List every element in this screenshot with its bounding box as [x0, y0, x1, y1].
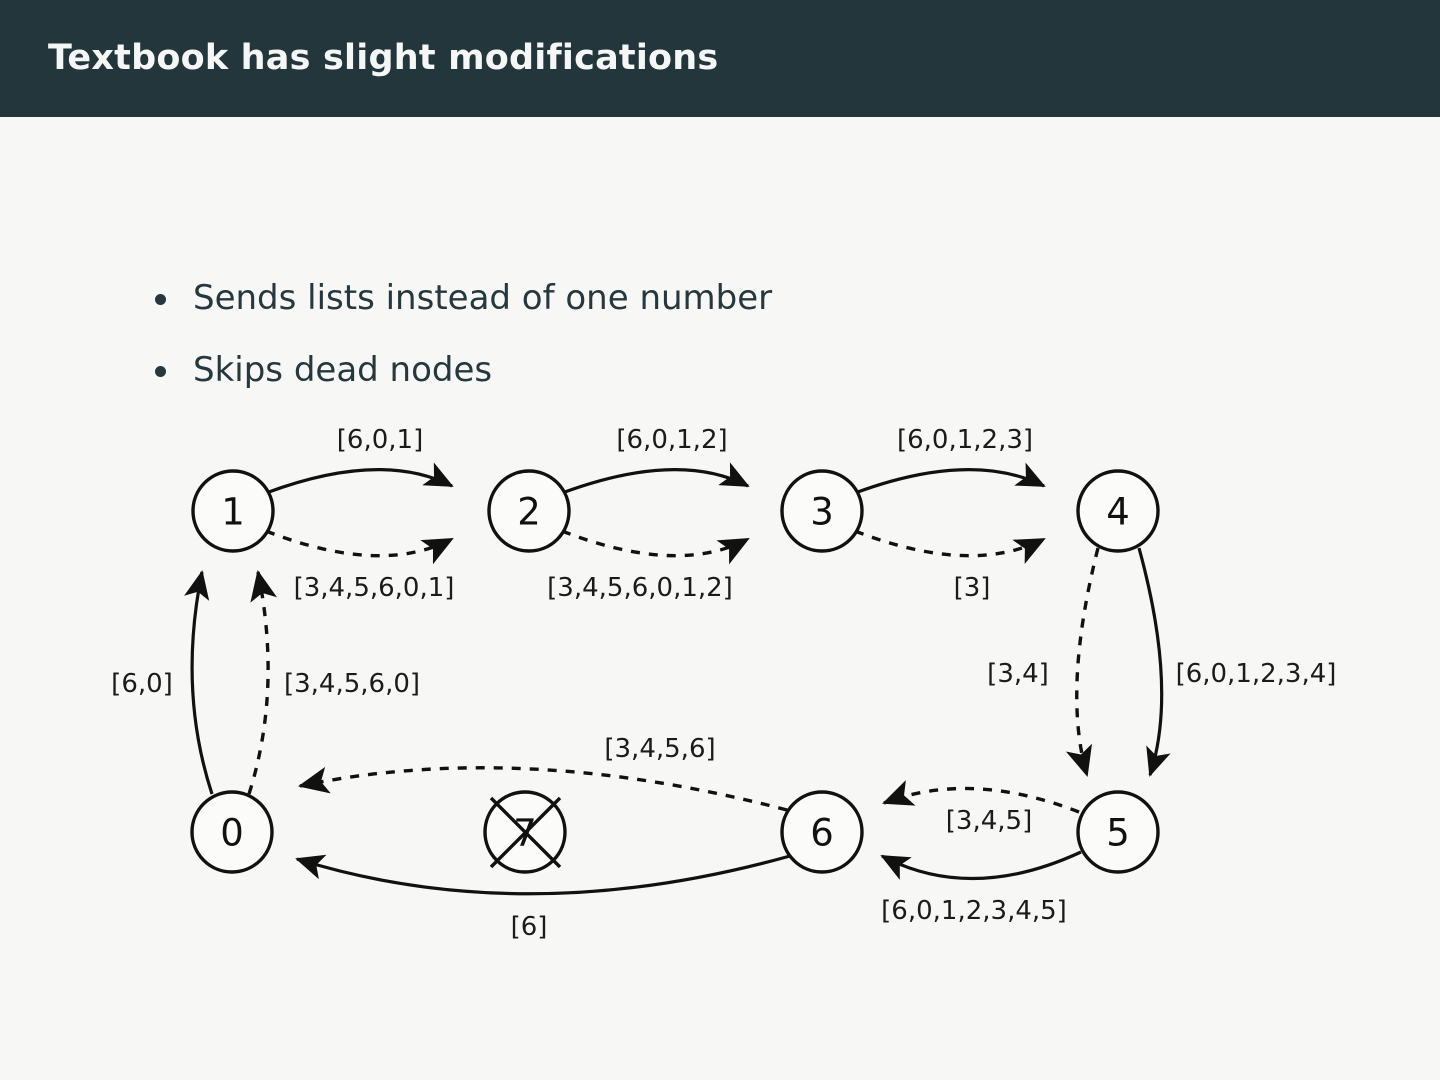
node-label: 4 — [1106, 491, 1130, 534]
node-label: 2 — [517, 491, 541, 534]
edge-label-0-1-dashed: [3,4,5,6,0] — [284, 669, 420, 699]
edge-label-3-4-solid: [6,0,1,2,3] — [897, 425, 1033, 455]
edge-label-3-4-dashed: [3] — [954, 573, 991, 603]
edge-4-5-solid — [1137, 547, 1171, 777]
bullet-item-label: Skips dead nodes — [193, 350, 493, 390]
node-7-dead[interactable]: 7 — [483, 790, 567, 874]
node-3[interactable]: 3 — [780, 469, 864, 553]
node-circle — [1076, 790, 1160, 874]
diagram-canvas: 1 2 3 4 0 7 — [111, 425, 1337, 942]
node-circle — [190, 790, 274, 874]
edge-2-3-solid — [561, 462, 750, 495]
node-label: 6 — [810, 812, 834, 855]
edge-0-1-dashed — [247, 570, 278, 795]
edge-label-1-2-solid: [6,0,1] — [337, 425, 423, 455]
node-circle — [487, 469, 571, 553]
node-label: 3 — [810, 491, 834, 534]
list-item: Sends lists instead of one number — [155, 275, 1055, 321]
list-item: Skips dead nodes — [155, 347, 1055, 393]
edge-label-4-5-dashed: [3,4] — [987, 659, 1049, 689]
node-circle — [780, 790, 864, 874]
node-circle — [1076, 469, 1160, 553]
edge-3-4-solid — [854, 462, 1046, 495]
edge-label-2-3-solid: [6,0,1,2] — [616, 425, 727, 455]
bullet-item-label: Sends lists instead of one number — [193, 278, 773, 318]
edge-label-6-0-dashed: [3,4,5,6] — [604, 734, 715, 764]
edge-5-6-solid — [880, 850, 1082, 881]
dead-node-cross-icon — [489, 796, 562, 869]
edge-label-5-6-solid: [6,0,1,2,3,4,5] — [881, 896, 1067, 926]
edge-label-6-0-solid: [6] — [511, 912, 548, 942]
edge-label-1-2-dashed: [3,4,5,6,0,1] — [294, 573, 455, 603]
bullet-dot-icon — [155, 294, 166, 305]
edge-4-5-dashed — [1065, 547, 1100, 777]
edge-1-2-dashed — [265, 529, 454, 565]
edge-label-5-6-dashed: [3,4,5] — [946, 806, 1032, 836]
edge-6-0-solid — [295, 854, 791, 896]
network-diagram: 1 2 3 4 0 7 — [0, 400, 1440, 1000]
edge-label-2-3-dashed: [3,4,5,6,0,1,2] — [547, 573, 733, 603]
node-label: 0 — [220, 812, 244, 855]
node-4[interactable]: 4 — [1076, 469, 1160, 553]
node-label: 1 — [221, 491, 245, 534]
edge-label-0-1-solid: [6,0] — [111, 669, 173, 699]
edge-3-4-dashed — [854, 529, 1046, 565]
edge-0-1-solid — [184, 570, 214, 795]
title-bar: Textbook has slight modifications — [0, 0, 1440, 117]
bullet-dot-icon — [155, 366, 166, 377]
page-title: Textbook has slight modifications — [48, 38, 719, 78]
node-circle — [780, 469, 864, 553]
edge-label-4-5-solid: [6,0,1,2,3,4] — [1176, 659, 1337, 689]
node-5[interactable]: 5 — [1076, 790, 1160, 874]
edge-2-3-dashed — [561, 529, 750, 565]
node-6[interactable]: 6 — [780, 790, 864, 874]
bullet-list: Sends lists instead of one number Skips … — [155, 275, 1055, 419]
edge-1-2-solid — [265, 462, 454, 495]
node-circle — [191, 469, 275, 553]
node-0[interactable]: 0 — [190, 790, 274, 874]
node-1[interactable]: 1 — [191, 469, 275, 553]
node-2[interactable]: 2 — [487, 469, 571, 553]
node-label: 5 — [1106, 812, 1130, 855]
edge-6-0-dashed — [298, 766, 788, 812]
